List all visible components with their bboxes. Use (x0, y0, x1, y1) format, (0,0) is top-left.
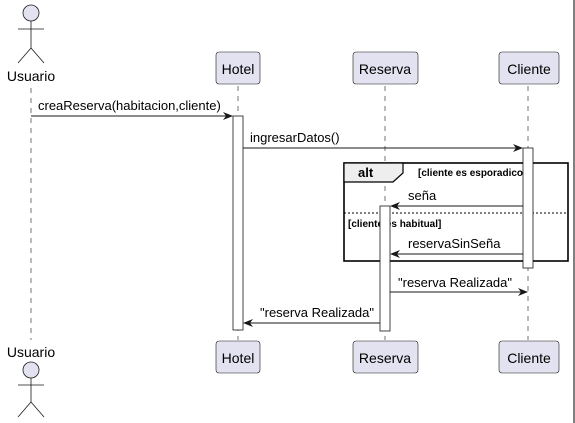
participant-cliente-top-label: Cliente (507, 61, 551, 77)
alt-guard-habitual: [cliente es habitual] (348, 219, 441, 230)
message-reserva-realizada-cliente: "reserva Realizada" (390, 275, 528, 296)
message-reserva-realizada-hotel-label: "reserva Realizada" (260, 305, 374, 320)
message-sena-label: seña (408, 188, 437, 203)
message-ingresar-datos-label: ingresarDatos() (250, 130, 340, 145)
participant-cliente-top: Cliente (498, 51, 560, 85)
activation-hotel (232, 115, 244, 331)
participant-reserva-top-label: Reserva (359, 61, 411, 77)
message-reserva-realizada-hotel: "reserva Realizada" (243, 305, 380, 327)
alt-operator-label: alt (358, 165, 374, 180)
actor-usuario-top-label: Usuario (7, 68, 55, 84)
activation-cliente (522, 147, 534, 269)
participant-hotel-top-label: Hotel (222, 61, 255, 77)
participant-reserva-bottom-label: Reserva (359, 350, 411, 366)
message-reserva-sin-sena: reservaSinSeña (390, 236, 523, 258)
actor-usuario-bottom-icon (17, 361, 45, 418)
participant-cliente-bottom: Cliente (498, 340, 560, 374)
message-ingresar-datos: ingresarDatos() (243, 130, 523, 152)
participant-hotel-top: Hotel (215, 51, 261, 85)
actor-usuario-top-icon (17, 4, 45, 64)
message-crea-reserva: creaReserva(habitacion,cliente) (31, 98, 233, 120)
actor-usuario-bottom-label: Usuario (7, 344, 55, 360)
alt-fragment: alt [cliente es esporadico] [cliente es … (343, 162, 569, 262)
activation-reserva (379, 205, 391, 332)
message-sena: seña (390, 188, 523, 210)
alt-guard-esporadico: [cliente es esporadico] (418, 168, 526, 179)
message-crea-reserva-label: creaReserva(habitacion,cliente) (38, 98, 221, 113)
participant-cliente-bottom-label: Cliente (507, 350, 551, 366)
message-reserva-sin-sena-label: reservaSinSeña (408, 236, 501, 251)
participant-hotel-bottom: Hotel (215, 340, 261, 374)
participant-hotel-bottom-label: Hotel (222, 350, 255, 366)
participant-reserva-bottom: Reserva (352, 340, 419, 374)
message-reserva-realizada-cliente-label: "reserva Realizada" (398, 275, 512, 290)
participant-reserva-top: Reserva (352, 51, 419, 85)
